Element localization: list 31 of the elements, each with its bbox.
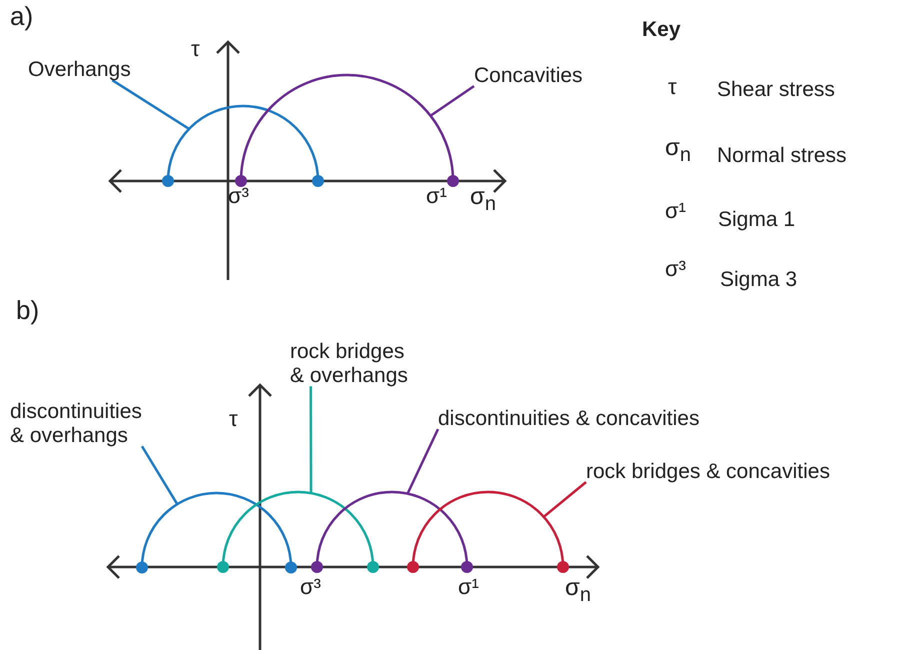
axis-label: τ bbox=[191, 36, 200, 62]
leader-line bbox=[310, 386, 312, 494]
key-description: Shear stress bbox=[717, 78, 835, 102]
key-description: Sigma 1 bbox=[718, 208, 796, 232]
panel-letter: a) bbox=[10, 2, 34, 32]
panel-letter: b) bbox=[16, 296, 40, 326]
leader-line bbox=[112, 79, 190, 130]
axis-label: σ$_{n}$ bbox=[470, 183, 496, 216]
axis-label: τ bbox=[229, 406, 238, 432]
key-heading: Key bbox=[642, 18, 681, 42]
leader-line bbox=[430, 85, 475, 117]
callout-label: rock bridges & concavities bbox=[586, 460, 830, 484]
callout-label: discontinuities & concavities bbox=[438, 407, 700, 432]
leader-line bbox=[406, 428, 440, 494]
key-symbol: σ¹ bbox=[665, 198, 686, 224]
key-symbol: σ$_{n}$ bbox=[665, 134, 691, 167]
callout-label: Overhangs bbox=[28, 58, 131, 82]
leader-line bbox=[140, 446, 178, 504]
axis-tick-label: σ¹ bbox=[426, 183, 447, 208]
key-description: Normal stress bbox=[717, 144, 847, 168]
callout-label: Concavities bbox=[474, 64, 583, 88]
callout-label: rock bridges & overhangs bbox=[290, 340, 420, 388]
key-symbol: τ bbox=[668, 74, 677, 100]
key-description: Sigma 3 bbox=[720, 268, 798, 292]
axis-tick-label: σ³ bbox=[300, 574, 321, 600]
key-symbol: σ³ bbox=[665, 256, 686, 282]
axis-label: σ$_{n}$ bbox=[565, 574, 591, 607]
axis-tick-label: σ³ bbox=[228, 183, 249, 208]
callout-label: discontinuities & overhangs bbox=[10, 400, 160, 448]
leader-line bbox=[542, 481, 587, 518]
axis-tick-label: σ¹ bbox=[458, 574, 479, 600]
